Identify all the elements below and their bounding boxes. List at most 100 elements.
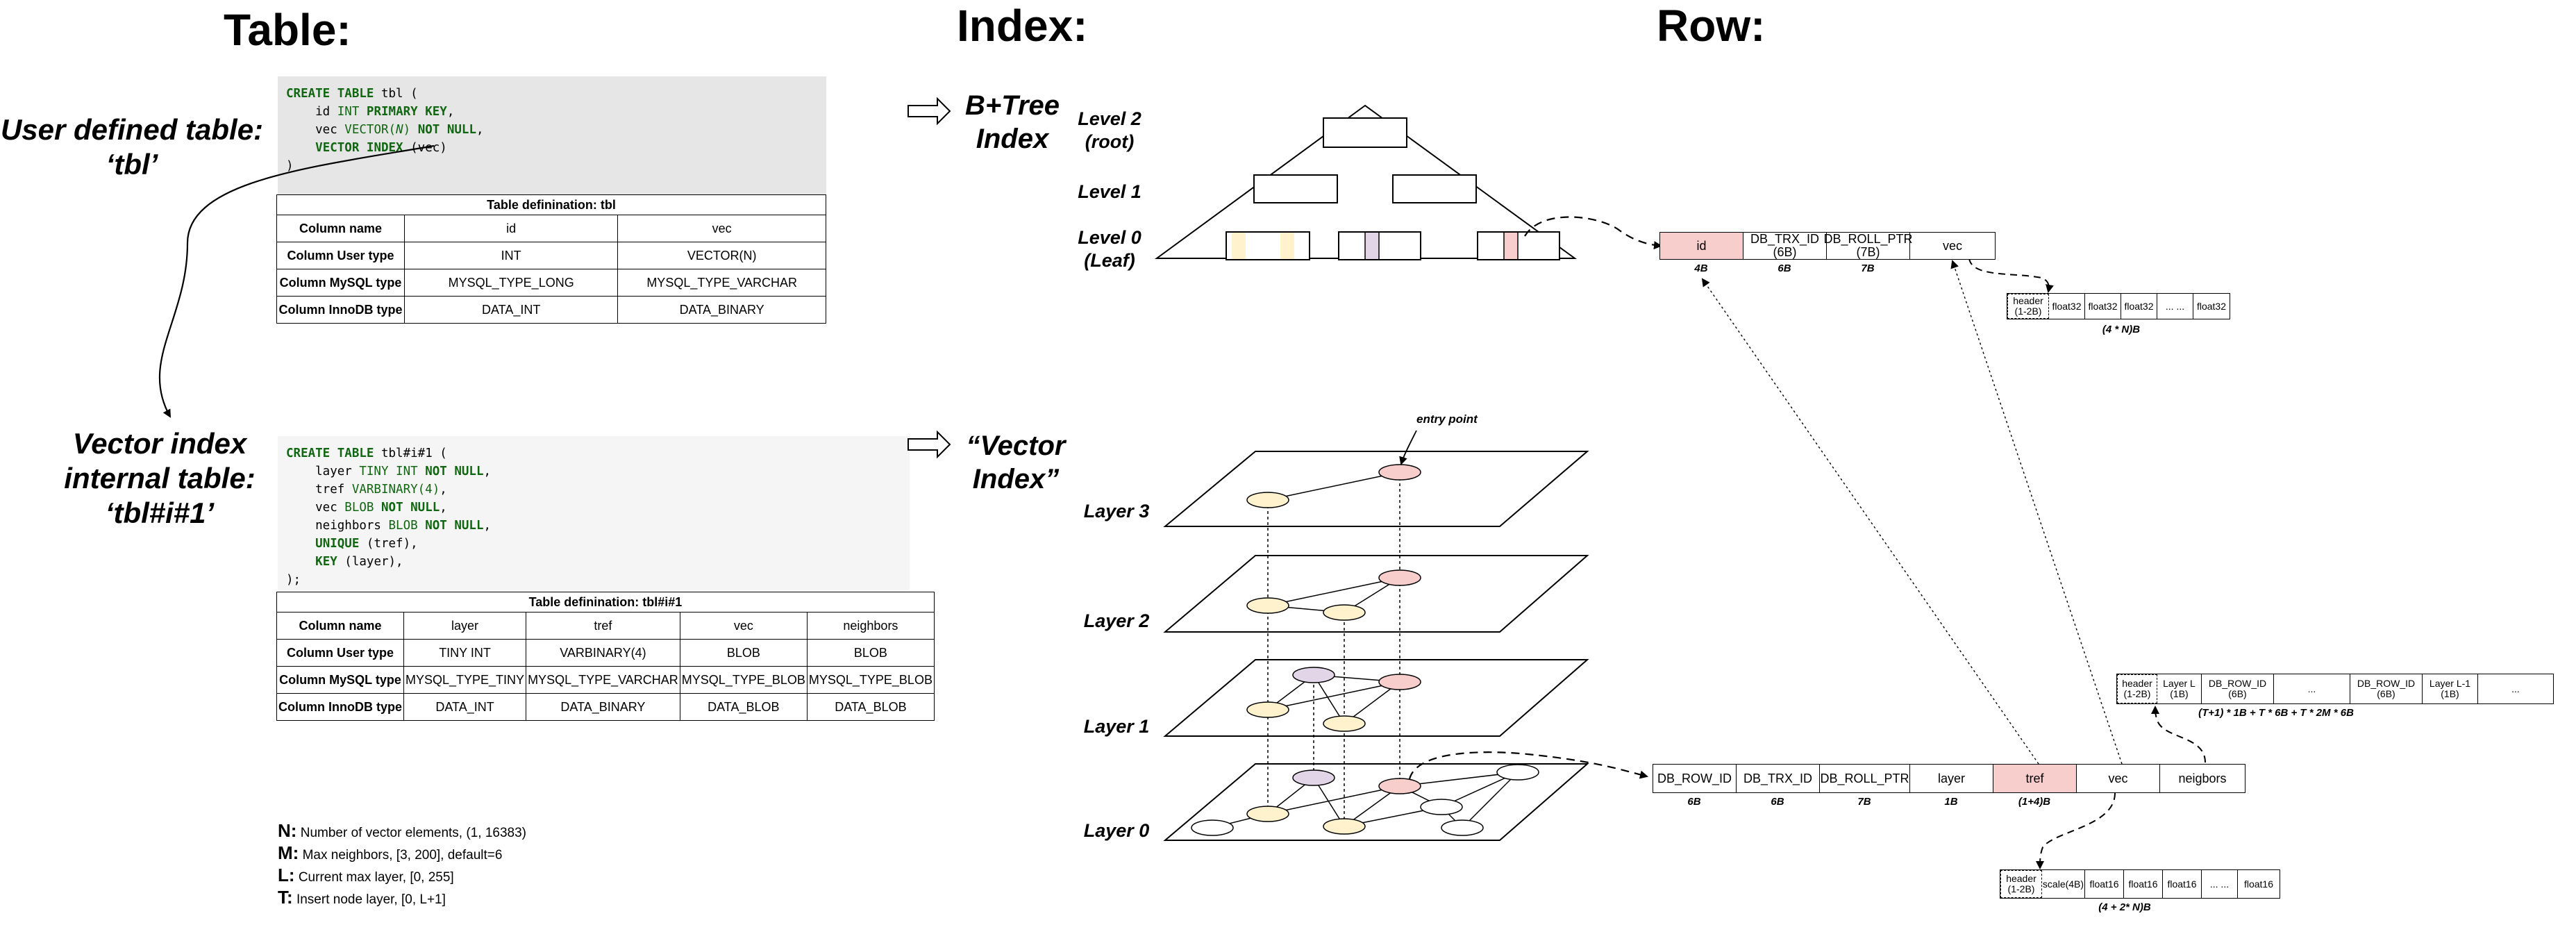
hnsw-layer-1-plane [1163, 659, 1589, 737]
code-line: CREATE TABLE tbl#i#1 ( [286, 447, 447, 460]
row-field: vec [1942, 238, 1962, 253]
row-field: DB_TRX_ID (6B) [1743, 233, 1827, 259]
hnsw-node [1246, 597, 1289, 614]
leaf-to-row-arrow [1524, 216, 1662, 250]
table-cell: MYSQL_TYPE_TINY [403, 666, 527, 694]
table-cell: DATA_INT [403, 693, 527, 721]
user-table-label: User defined table: ‘tbl’ [0, 113, 264, 181]
table-cell: MYSQL_TYPE_VARCHAR [526, 666, 680, 694]
layer-1-label: Layer 1 [1083, 716, 1150, 737]
table-cell: vec [617, 215, 826, 242]
code-line: ) [286, 159, 294, 173]
detail-cell: Layer L (1B) [2157, 674, 2202, 703]
layer-2-label: Layer 2 [1083, 610, 1150, 631]
hnsw-node [1246, 806, 1289, 822]
vector-index-label: “Vector Index” [966, 431, 1066, 494]
vector-table-label: Vector index internal table: ‘tbl#i#1’ [64, 427, 256, 529]
heading-index: Index: [957, 1, 1088, 51]
neighbors-detail-arrow [2151, 706, 2206, 763]
entry-point-label: entry point [1416, 412, 1478, 426]
detail-cell: ... ... [2202, 870, 2238, 898]
detail-cell: DB_ROW_ID (6B) [2202, 674, 2274, 703]
detail-cell: float16 [2124, 870, 2163, 898]
code-line: vec BLOB NOT NULL, [286, 501, 447, 515]
field-size: 7B [1857, 796, 1871, 808]
hnsw-node [1323, 604, 1366, 621]
row-field: neigbors [2178, 771, 2227, 785]
layer-0-label: Layer 0 [1083, 820, 1150, 841]
legend-item: N: Number of vector elements, (1, 16383) [278, 820, 526, 841]
code-line: neighbors BLOB NOT NULL, [286, 519, 492, 533]
def-title: Table definination: tbl [276, 194, 826, 215]
neighbors-detail: header (1-2B)Layer L (1B)DB_ROW_ID (6B).… [2116, 674, 2554, 704]
row-field: vec [2077, 765, 2160, 792]
entry-point-arrow [1399, 430, 1417, 465]
btree-root-node [1323, 117, 1407, 148]
detail-cell: scale(4B) [2042, 870, 2085, 898]
table-to-index-table-arrow [158, 144, 435, 418]
hnsw-layer-2-plane [1163, 555, 1589, 633]
btree-hollow-arrow [908, 97, 951, 126]
detail-cell: header (1-2B) [2117, 674, 2157, 703]
table-cell: vec [679, 612, 808, 640]
hnsw-entry-node [1378, 778, 1421, 794]
table-cell: DATA_BINARY [617, 296, 826, 324]
btree-level1-node-left [1253, 174, 1338, 203]
btree-label: B+Tree Index [964, 90, 1060, 154]
neighbors-size: (T+1) * 1B + T * 6B + T * 2M * 6B [2198, 707, 2354, 719]
detail-cell: Layer L-1 (1B) [2423, 674, 2478, 703]
level-2-label: Level 2 (root) [1078, 108, 1141, 152]
legend: N: Number of vector elements, (1, 16383)… [278, 821, 526, 910]
hnsw-node [1246, 701, 1289, 718]
vector-table-ddl: CREATE TABLE tbl#i#1 ( layer TINY INT NO… [278, 436, 910, 590]
vector-vec-detail-arrow [2036, 792, 2116, 869]
level-1-label: Level 1 [1078, 181, 1141, 202]
code-line: tref VARBINARY(4), [286, 483, 447, 497]
code-line: ); [286, 573, 301, 587]
table-cell: neighbors [806, 612, 935, 640]
hnsw-node [1496, 764, 1539, 781]
user-vec-detail-arrow [1968, 258, 2054, 293]
table-cell: VARBINARY(4) [526, 639, 680, 667]
hnsw-node [1246, 492, 1289, 508]
vector-vec-size: (4 + 2* N)B [2098, 901, 2151, 913]
node-to-row-arrow [1408, 751, 1648, 780]
detail-cell: float16 [2163, 870, 2202, 898]
heading-table: Table: [224, 5, 351, 55]
btree-level1-node-right [1392, 174, 1477, 203]
field-size: 6B [1771, 796, 1784, 808]
detail-cell: float32 [2049, 294, 2085, 319]
field-size: (1+4)B [2018, 796, 2051, 808]
detail-cell: float32 [2121, 294, 2157, 319]
legend-item: L: Current max layer, [0, 255] [278, 865, 454, 885]
layer-3-label: Layer 3 [1083, 501, 1150, 522]
field-size: 6B [1687, 796, 1701, 808]
hnsw-entry-node [1378, 674, 1421, 690]
hnsw-layer-3-plane [1163, 451, 1589, 527]
btree-leaf-node-2 [1338, 231, 1421, 260]
detail-cell: float16 [2243, 878, 2274, 890]
hnsw-node [1191, 819, 1234, 836]
code-line: layer TINY INT NOT NULL, [286, 465, 492, 478]
btree-leaf-node-1 [1226, 231, 1310, 260]
row-header: Column MySQL type [276, 666, 404, 694]
table-cell: DATA_BLOB [679, 693, 808, 721]
row-field: DB_ROLL_PTR [1820, 765, 1910, 792]
field-size [2076, 796, 2159, 808]
detail-cell: DB_ROW_ID (6B) [2350, 674, 2423, 703]
vector-hollow-arrow [908, 430, 951, 459]
level-0-label: Level 0 (Leaf) [1078, 227, 1141, 271]
table-cell: INT [403, 242, 619, 269]
detail-cell: header (1-2B) [2000, 870, 2042, 898]
detail-cell: float16 [2085, 870, 2124, 898]
table-cell: DATA_BLOB [806, 693, 935, 721]
